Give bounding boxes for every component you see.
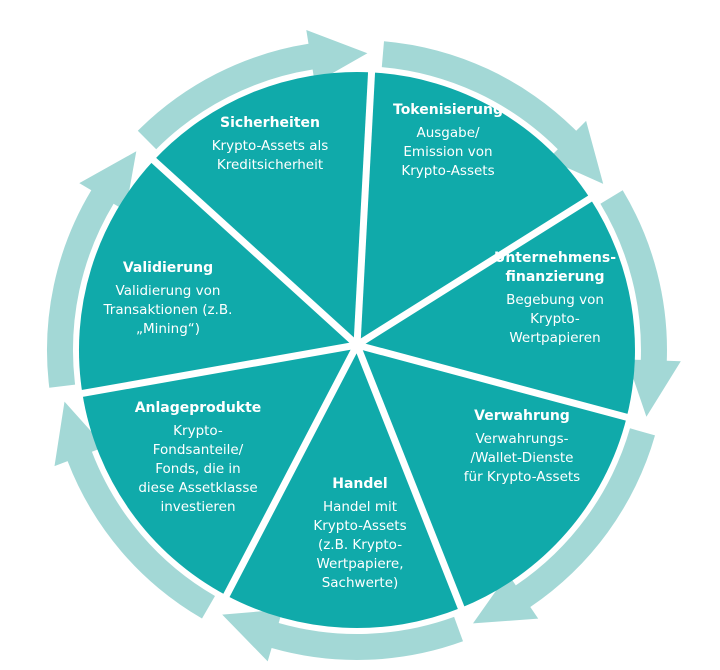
ring-arrows [46,30,681,662]
segment-desc-handel: Wertpapiere, [316,556,403,572]
segment-desc-anlageprodukte: Fondsanteile/ [153,442,244,458]
segment-desc-unternehmensfinanzierung: Begebung von [506,292,604,308]
segment-divider [150,157,360,348]
segment-title-sicherheiten: Sicherheiten [220,115,320,131]
segment-title-unternehmensfinanzierung: Unternehmens- [494,250,616,266]
segment-dividers [80,71,629,610]
segment-desc-validierung: Transaktionen (z.B. [103,302,233,318]
segment-divider [80,341,358,398]
segment-desc-validierung: „Mining“) [136,321,200,337]
segment-title-anlageprodukte: Anlageprodukte [135,400,262,416]
segment-desc-tokenisierung: Krypto-Assets [401,163,494,179]
segment-desc-verwahrung: für Krypto-Assets [464,469,580,485]
segment-desc-handel: Krypto-Assets [313,518,406,534]
segment-divider [356,341,629,421]
segment-divider [222,343,361,598]
segment-divider [353,343,465,610]
segment-desc-verwahrung: /Wallet-Dienste [471,450,574,466]
segment-verwahrung [357,345,627,608]
segment-desc-unternehmensfinanzierung: Wertpapieren [509,330,600,346]
segment-desc-handel: (z.B. Krypto- [318,537,402,553]
segment-handel [226,345,462,629]
segment-desc-tokenisierung: Emission von [403,144,492,160]
segment-desc-handel: Sachwerte) [322,575,399,591]
cycle-arrow-tokenisierung [381,41,604,184]
segment-desc-anlageprodukte: investieren [160,499,235,515]
segment-desc-sicherheiten: Krypto-Assets als [212,138,329,154]
cycle-arrow-handel [222,609,463,662]
cycle-arrow-validierung [46,151,137,388]
segment-desc-validierung: Validierung von [116,283,221,299]
segment-title-unternehmensfinanzierung: finanzierung [505,269,604,285]
segment-desc-verwahrung: Verwahrungs- [475,431,568,447]
segment-desc-unternehmensfinanzierung: Krypto- [530,311,580,327]
cycle-arrow-verwahrung [473,428,655,624]
segment-anlageprodukte [82,345,358,596]
segment-desc-handel: Handel mit [323,499,397,515]
segment-desc-tokenisierung: Ausgabe/ [416,125,480,141]
segment-sicherheiten [153,72,372,345]
segment-divider [353,71,376,346]
segment-validierung [78,160,357,394]
segment-title-verwahrung: Verwahrung [474,408,570,424]
segment-desc-anlageprodukte: diese Assetklasse [138,480,257,496]
segment-desc-sicherheiten: Kreditsicherheit [217,157,323,173]
segment-title-handel: Handel [332,476,387,492]
segment-divider [355,195,593,348]
segment-desc-anlageprodukte: Fonds, die in [155,461,241,477]
segment-desc-anlageprodukte: Krypto- [173,423,223,439]
segment-title-tokenisierung: Tokenisierung [393,102,503,118]
segment-tokenisierung [357,72,591,346]
cycle-arrow-unternehmensfinanzierung [600,190,681,417]
cycle-arrow-anlageprodukte [54,401,215,619]
segment-title-validierung: Validierung [123,260,213,276]
cycle-arrow-sicherheiten [137,30,368,150]
